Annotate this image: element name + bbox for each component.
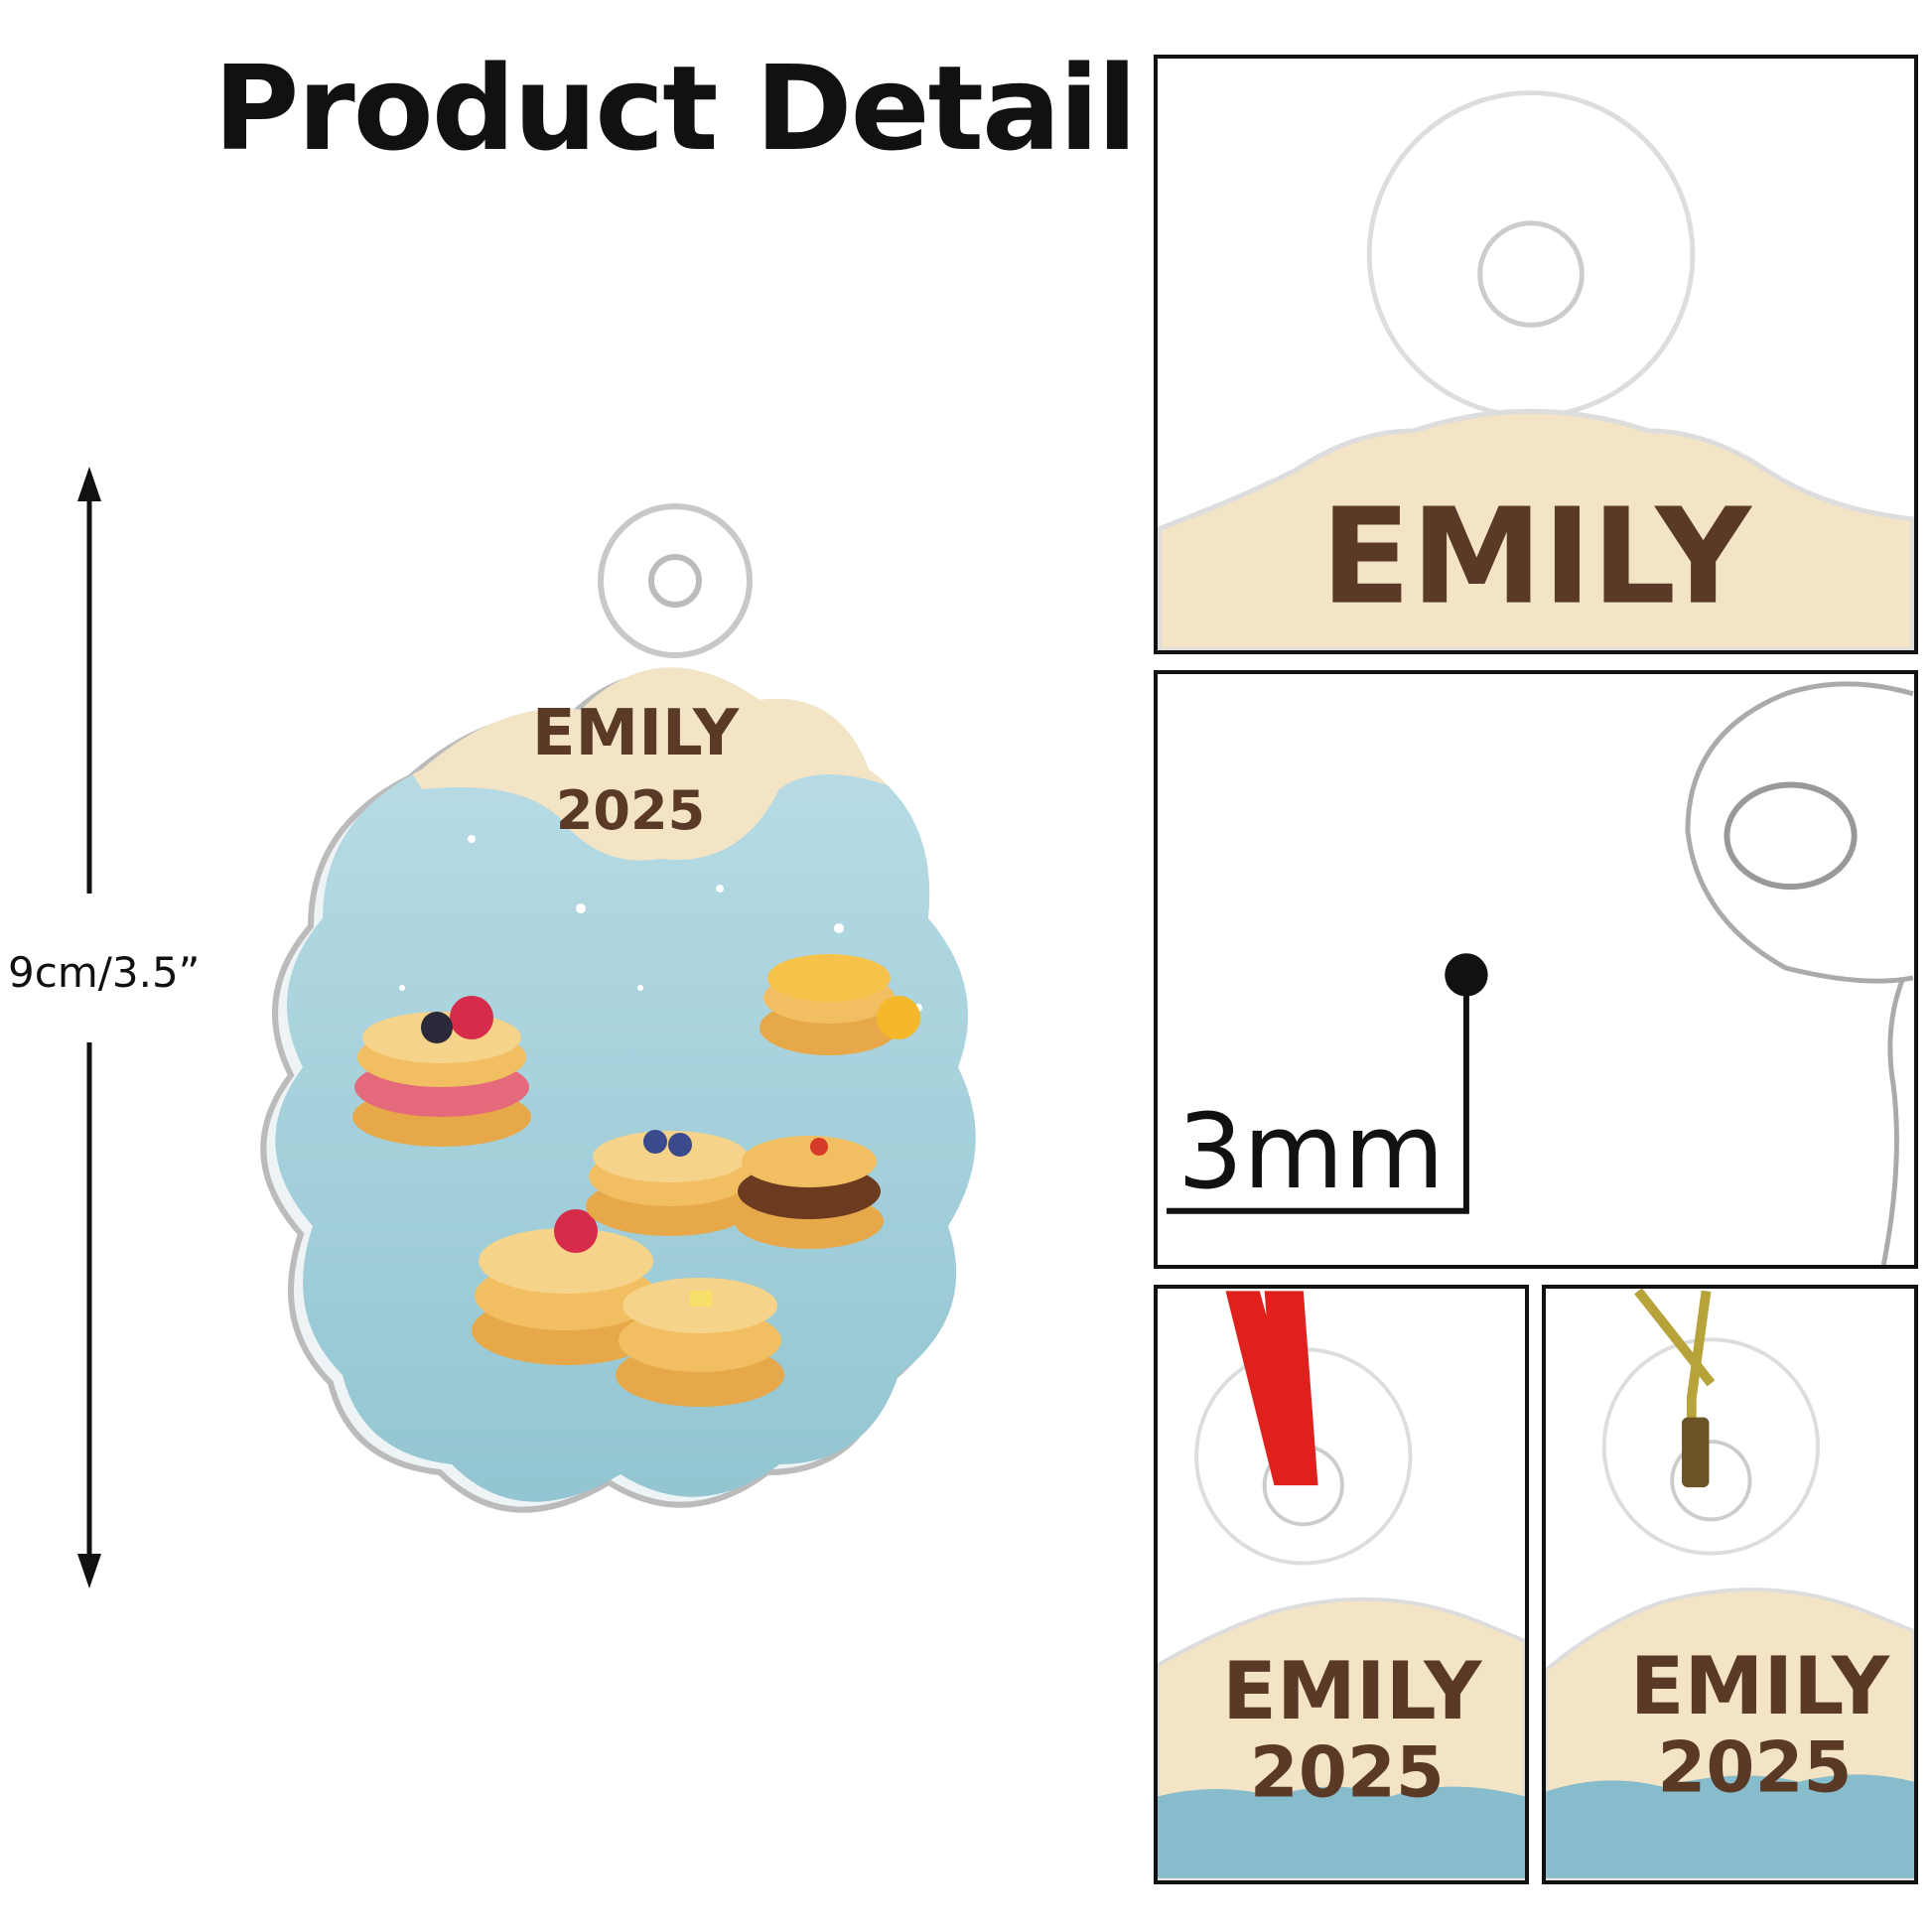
page-title: Product Detail bbox=[213, 40, 1138, 177]
ornament-year: 2025 bbox=[556, 779, 705, 842]
dimension-label: 9cm/3.5” bbox=[8, 948, 201, 997]
height-dimension-arrow bbox=[77, 467, 101, 1588]
pancake-stacks bbox=[352, 954, 920, 1407]
red-panel-year: 2025 bbox=[1250, 1731, 1445, 1813]
gold-panel-year: 2025 bbox=[1657, 1727, 1852, 1809]
closeup-name: EMILY bbox=[1320, 481, 1752, 634]
thickness-panel: 3mm bbox=[1154, 670, 1918, 1269]
red-ribbon-icon bbox=[1225, 1291, 1318, 1486]
name-closeup-panel: EMILY bbox=[1154, 55, 1918, 654]
gold-string-panel: EMILY 2025 bbox=[1542, 1285, 1918, 1884]
thickness-label: 3mm bbox=[1177, 1091, 1445, 1212]
red-panel-name: EMILY bbox=[1222, 1645, 1482, 1737]
red-ribbon-panel: EMILY 2025 bbox=[1154, 1285, 1529, 1884]
gold-panel-name: EMILY bbox=[1630, 1640, 1890, 1732]
ornament-image: EMILY 2025 bbox=[260, 503, 976, 1513]
ornament-name: EMILY bbox=[532, 697, 740, 770]
